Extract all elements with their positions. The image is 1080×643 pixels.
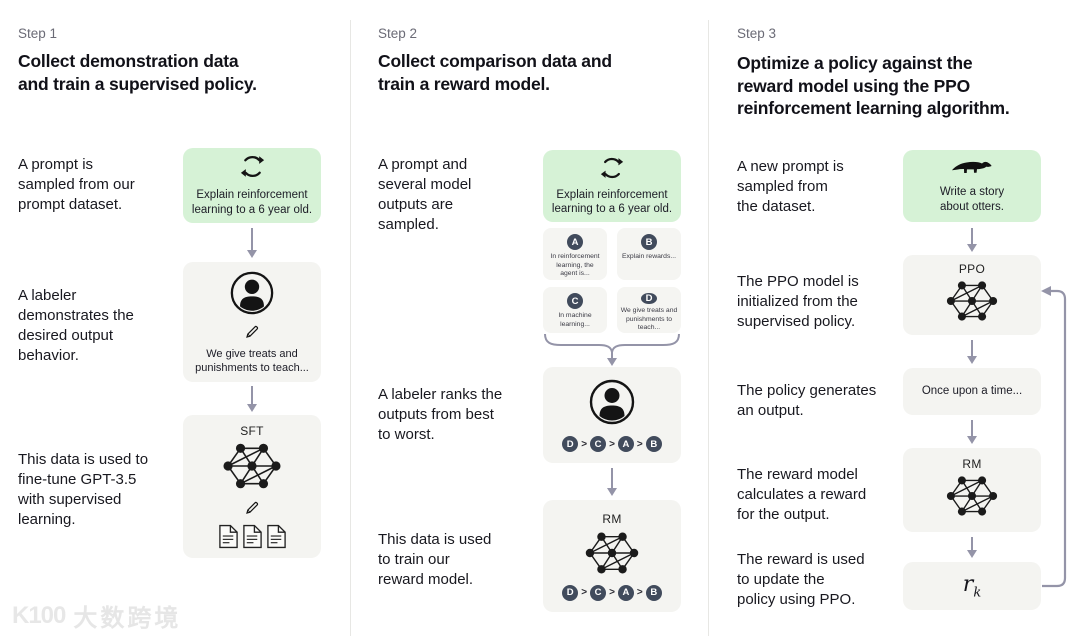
step1-caption-labeler: A labeler demonstrates the desired outpu… bbox=[18, 287, 134, 364]
output-box-a: A In reinforcement learning, the agent i… bbox=[543, 228, 607, 280]
step2-title: Collect comparison data and train a rewa… bbox=[378, 51, 612, 94]
rank-separator: > bbox=[636, 587, 643, 598]
documents-icon bbox=[218, 524, 287, 549]
rank-badge: D bbox=[562, 584, 579, 601]
rank-separator: > bbox=[609, 587, 615, 598]
step1-labeler-text: We give treats and punishments to teach.… bbox=[195, 347, 309, 374]
rank-separator: > bbox=[581, 438, 588, 450]
step1-caption-sft: This data is used to fine-tune GPT-3.5 w… bbox=[18, 451, 149, 528]
step3-ppo-box: PPO bbox=[903, 255, 1041, 335]
output-text-c: In machine learning... bbox=[558, 312, 592, 328]
step2-labeler-box: D > C > A > B bbox=[543, 367, 681, 463]
neural-network-icon bbox=[584, 530, 640, 581]
step3-caption-output: The policy generates an output. bbox=[737, 382, 877, 419]
reward-k-subscript: k bbox=[973, 585, 982, 601]
column-divider-2 bbox=[708, 20, 709, 636]
rank-badge: C bbox=[590, 584, 607, 601]
reward-symbol: rk bbox=[963, 572, 981, 600]
sampling-cycle-icon bbox=[240, 154, 265, 184]
rm-label: RM bbox=[602, 511, 622, 526]
pencil-icon bbox=[244, 323, 261, 345]
rank-badge: B bbox=[645, 584, 662, 601]
rank-separator: > bbox=[636, 438, 643, 450]
step2-label: Step 2 bbox=[378, 26, 418, 41]
step3-title: Optimize a policy against the reward mod… bbox=[737, 53, 1010, 118]
step2-prompt-box: Explain reinforcement learning to a 6 ye… bbox=[543, 150, 681, 222]
watermark-brand-text: 大数跨境 bbox=[73, 605, 182, 632]
column-divider-1 bbox=[350, 20, 351, 636]
otter-icon bbox=[951, 158, 993, 182]
output-badge-d: D bbox=[641, 293, 657, 305]
neural-network-icon bbox=[945, 474, 999, 523]
step3-caption-prompt: A new prompt is sampled from the dataset… bbox=[737, 158, 844, 215]
step3-rm-box: RM bbox=[903, 448, 1041, 532]
reward-r: r bbox=[962, 571, 974, 597]
step3-prompt-text: Write a story about otters. bbox=[939, 186, 1005, 213]
step2-rm-box: RM D > C > A bbox=[543, 500, 681, 612]
sft-label: SFT bbox=[240, 424, 264, 438]
output-text-a: In reinforcement learning, the agent is.… bbox=[550, 253, 600, 278]
rm-label: RM bbox=[962, 457, 982, 471]
neural-network-icon bbox=[221, 441, 283, 496]
arrow-down bbox=[966, 420, 978, 444]
ranking-row: D > C > A > B bbox=[562, 584, 662, 601]
step2-caption-rank: A labeler ranks the outputs from best to… bbox=[378, 386, 503, 443]
labeler-person-icon bbox=[588, 378, 636, 431]
output-box-d: D We give treats and punishments to teac… bbox=[617, 287, 681, 333]
output-badge-a: A bbox=[567, 234, 583, 250]
sampling-cycle-icon bbox=[600, 156, 624, 185]
step3-caption-ppo: The PPO model is initialized from the su… bbox=[737, 273, 859, 330]
rank-badge: A bbox=[617, 584, 634, 601]
step3-caption-reward: The reward is used to update the policy … bbox=[737, 551, 865, 608]
step3-reward-box: rk bbox=[903, 562, 1041, 610]
neural-network-icon bbox=[945, 279, 999, 328]
step3-caption-rm: The reward model calculates a reward for… bbox=[737, 466, 867, 523]
step1-prompt-box: Explain reinforcement learning to a 6 ye… bbox=[183, 148, 321, 223]
step2-caption-rm: This data is used to train our reward mo… bbox=[378, 531, 492, 588]
step3-label: Step 3 bbox=[737, 26, 777, 41]
step1-label: Step 1 bbox=[18, 26, 58, 41]
step1-prompt-text: Explain reinforcement learning to a 6 ye… bbox=[191, 189, 313, 216]
step1-title: Collect demonstration data and train a s… bbox=[18, 51, 257, 94]
arrow-down bbox=[246, 386, 258, 412]
rank-badge: A bbox=[617, 436, 634, 452]
ranking-row: D > C > A > B bbox=[562, 436, 662, 452]
output-badge-c: C bbox=[567, 293, 583, 309]
step3-output-box: Once upon a time... bbox=[903, 368, 1041, 415]
step1-caption-prompt: A prompt is sampled from our prompt data… bbox=[18, 156, 135, 213]
arrow-down bbox=[966, 340, 978, 364]
output-box-b: B Explain rewards... bbox=[617, 228, 681, 280]
output-text-d: We give treats and punishments to teach.… bbox=[620, 307, 678, 332]
brace-merge-arrow bbox=[543, 333, 681, 371]
arrow-down bbox=[966, 228, 978, 252]
watermark: K100 大数跨境 bbox=[12, 598, 181, 633]
step3-output-text: Once upon a time... bbox=[921, 385, 1023, 398]
output-badge-b: B bbox=[641, 234, 657, 250]
ppo-label: PPO bbox=[958, 262, 986, 276]
step1-sft-box: SFT bbox=[183, 415, 321, 558]
watermark-logo: K100 bbox=[12, 601, 66, 629]
rank-separator: > bbox=[609, 438, 615, 450]
arrow-down bbox=[246, 228, 258, 258]
step1-labeler-box: We give treats and punishments to teach.… bbox=[183, 262, 321, 382]
arrow-down bbox=[966, 537, 978, 558]
feedback-loop-arrow bbox=[1038, 282, 1078, 599]
step2-prompt-text: Explain reinforcement learning to a 6 ye… bbox=[551, 188, 673, 216]
output-text-b: Explain rewards... bbox=[621, 253, 677, 260]
rank-badge: B bbox=[645, 436, 662, 452]
pencil-icon bbox=[244, 499, 261, 521]
rank-separator: > bbox=[581, 587, 588, 598]
rank-badge: D bbox=[562, 436, 579, 452]
step2-caption-prompt: A prompt and several model outputs are s… bbox=[378, 156, 472, 233]
step3-prompt-box: Write a story about otters. bbox=[903, 150, 1041, 222]
labeler-person-icon bbox=[229, 270, 275, 321]
rank-badge: C bbox=[590, 436, 607, 452]
output-box-c: C In machine learning... bbox=[543, 287, 607, 333]
arrow-down bbox=[606, 468, 618, 496]
